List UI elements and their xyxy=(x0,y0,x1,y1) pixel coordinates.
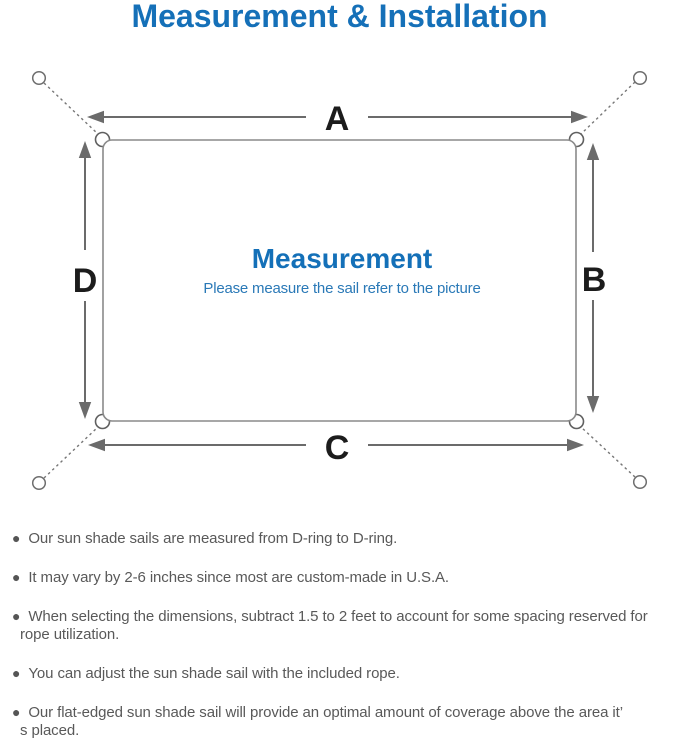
notes-list: ● Our sun shade sails are measured from D… xyxy=(5,529,674,739)
dimension-label-c: C xyxy=(325,429,350,467)
dimension-label-a: A xyxy=(325,100,350,138)
note-item: ●Our flat-edged sun shade sail will prov… xyxy=(5,703,632,739)
diagram-subheading: Please measure the sail refer to the pic… xyxy=(203,280,480,297)
note-text: You can adjust the sun shade sail with t… xyxy=(28,665,400,682)
anchor-points xyxy=(31,70,648,491)
sail-rectangle xyxy=(102,139,577,422)
bullet-icon: ● xyxy=(12,569,21,585)
bullet-icon: ● xyxy=(12,665,21,681)
anchor-ring-icon xyxy=(632,70,648,86)
note-text: Our sun shade sails are measured from D-… xyxy=(28,530,398,547)
note-item: ● You can adjust the sun shade sail with … xyxy=(5,664,674,683)
diagram-heading: Measurement xyxy=(252,243,433,274)
bullet-icon: ● xyxy=(12,704,21,720)
bullet-icon: ● xyxy=(12,530,21,546)
rope-dashed-line xyxy=(43,426,99,479)
note-item: ●When selecting the dimensions, subtract… xyxy=(5,607,670,644)
bullet-icon: ● xyxy=(12,608,21,624)
dimension-arrow-b xyxy=(586,143,600,413)
anchor-ring-icon xyxy=(632,474,648,490)
note-text: It may vary by 2-6 inches since most are… xyxy=(28,569,449,586)
dimension-arrow-d xyxy=(78,141,92,419)
tension-ropes xyxy=(43,81,636,479)
anchor-ring-icon xyxy=(31,70,47,86)
measurement-diagram: A B C D Measurement Please measure the s… xyxy=(31,70,648,491)
anchor-ring-icon xyxy=(31,475,47,491)
note-item: ● Our sun shade sails are measured from D… xyxy=(5,529,674,548)
note-text: When selecting the dimensions, subtract … xyxy=(20,608,648,643)
dimension-arrow-a xyxy=(87,110,588,124)
note-text: Our flat-edged sun shade sail will provi… xyxy=(20,704,623,739)
dimension-arrow-c xyxy=(88,438,584,452)
dimension-label-d: D xyxy=(73,262,98,300)
rope-dashed-line xyxy=(580,426,636,478)
page-title: Measurement & Installation xyxy=(131,0,548,34)
rope-dashed-line xyxy=(43,82,99,135)
dimension-label-b: B xyxy=(582,261,607,299)
note-item: ● It may vary by 2-6 inches since most ar… xyxy=(5,568,674,587)
rope-dashed-line xyxy=(580,81,636,135)
